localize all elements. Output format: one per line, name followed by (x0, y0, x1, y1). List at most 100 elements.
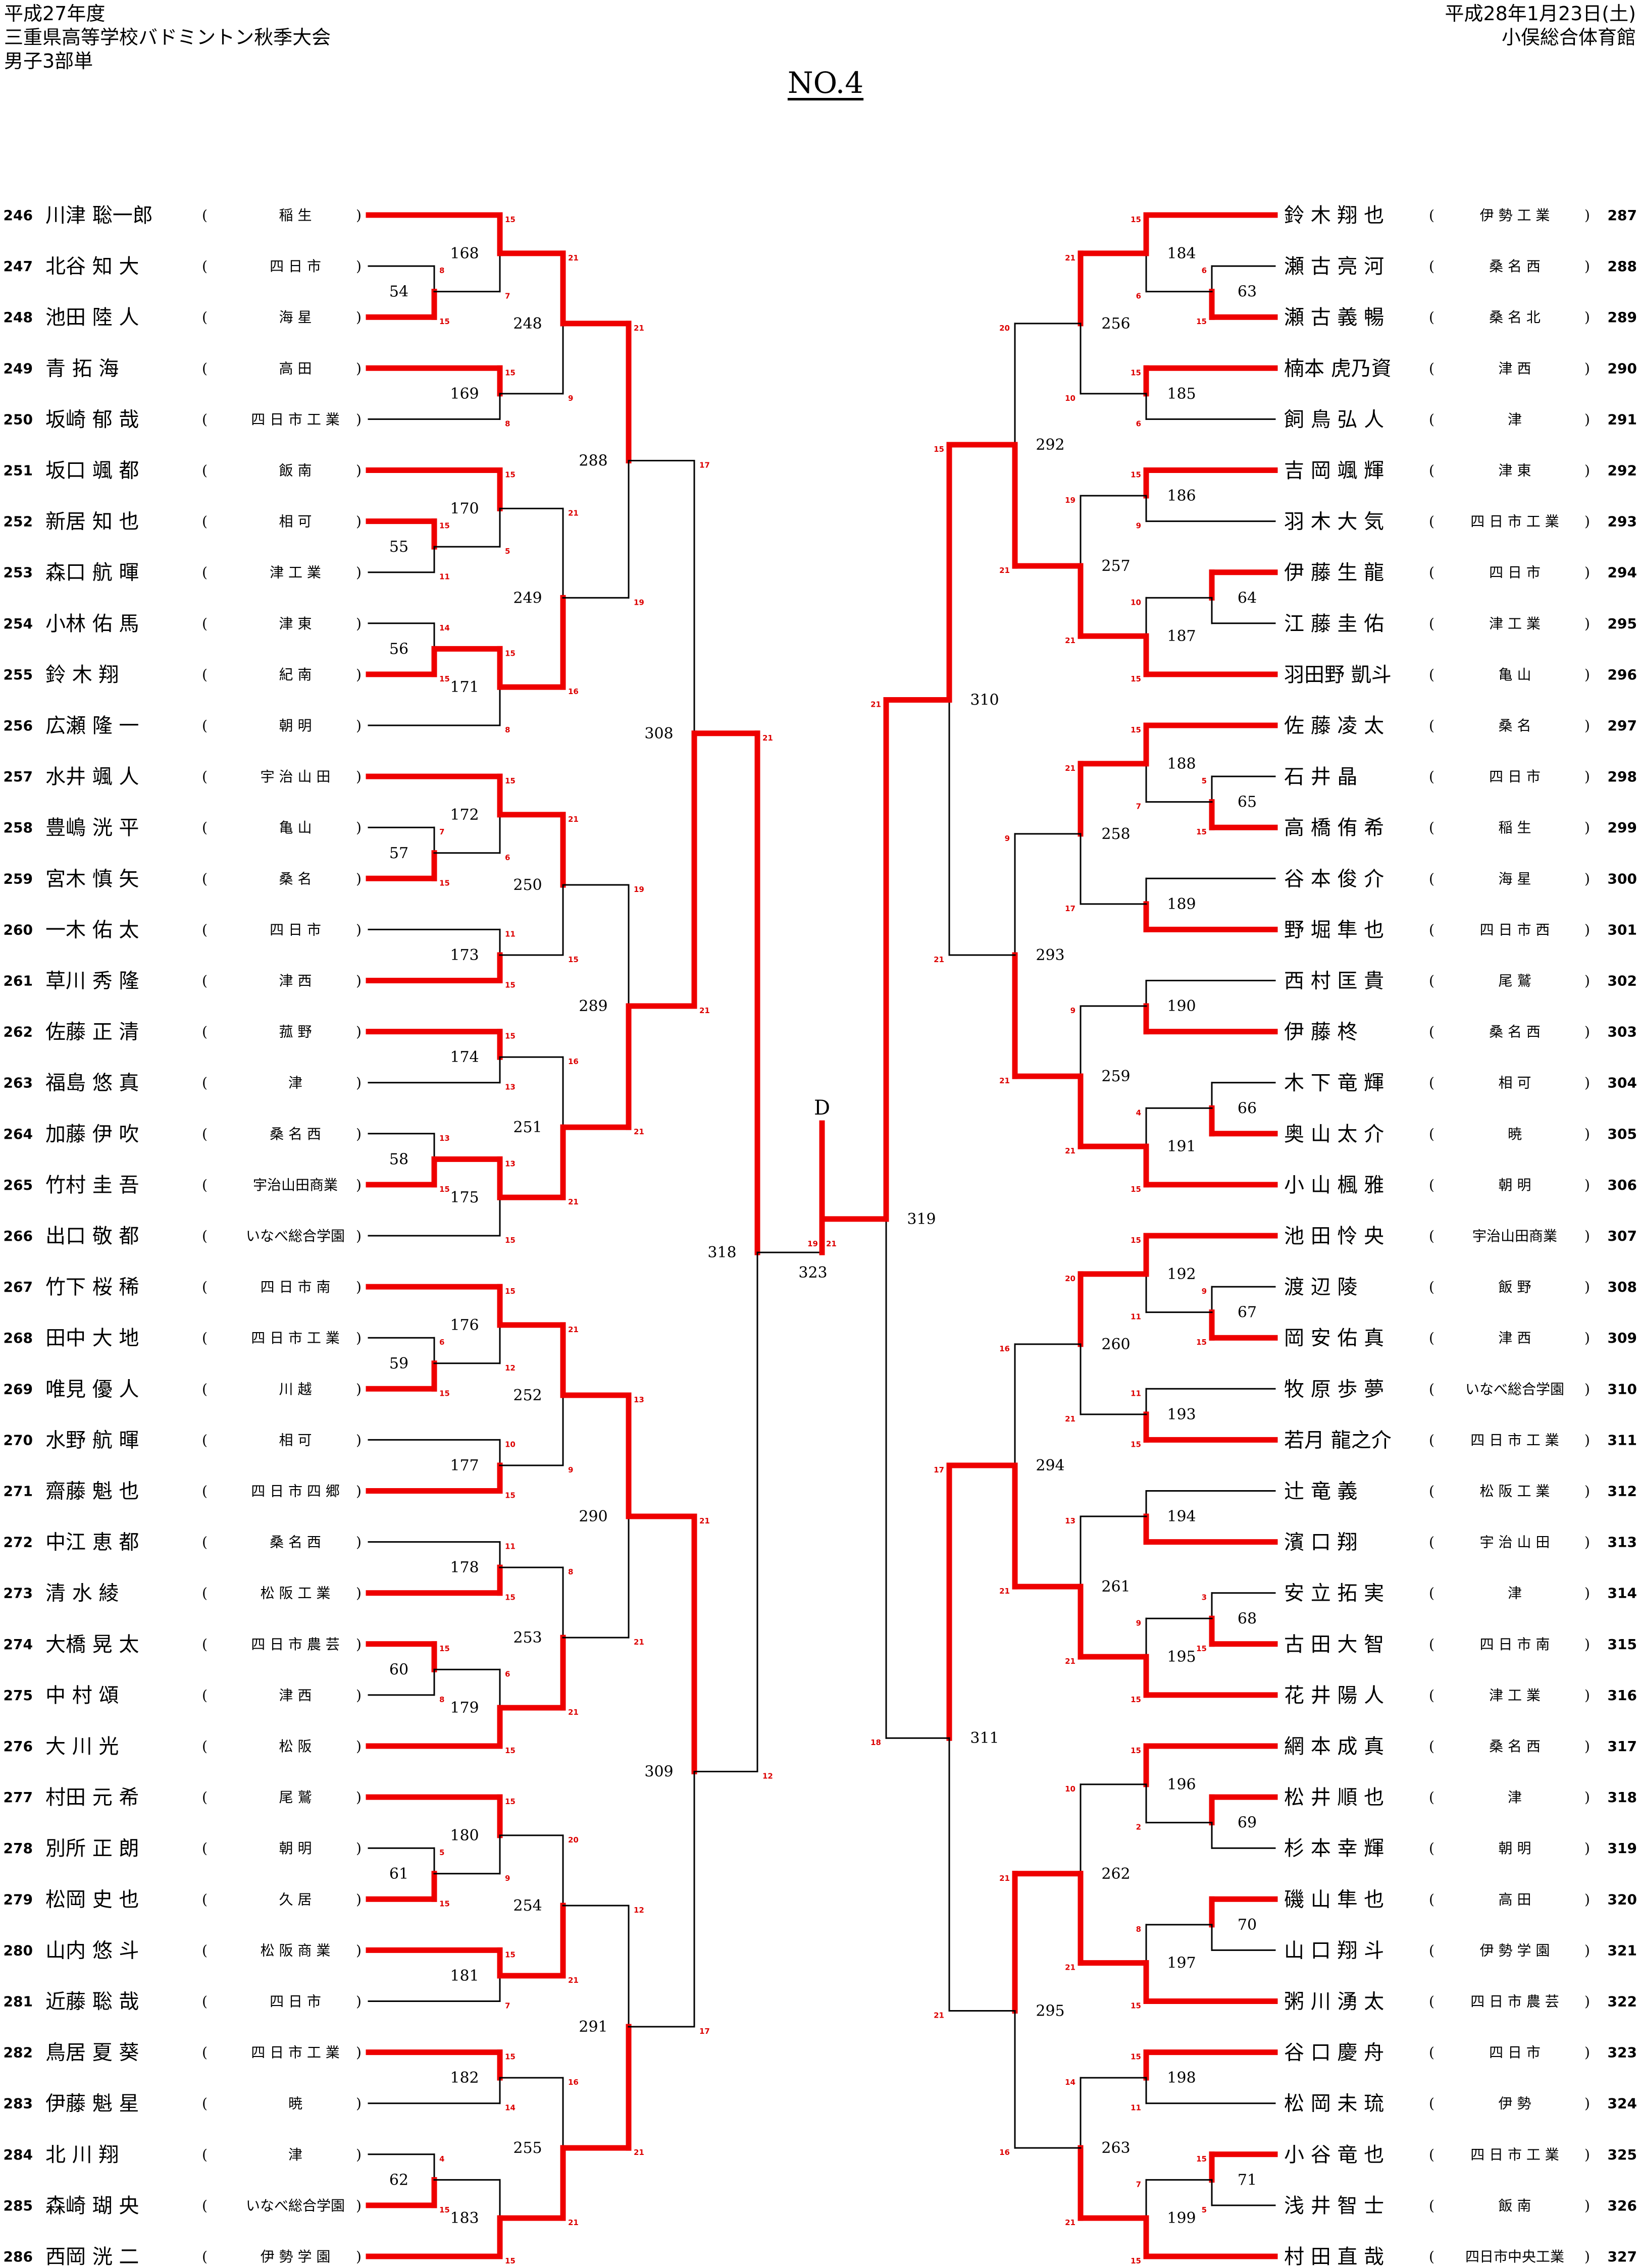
match-number: 309 (644, 1763, 673, 1781)
player-number: 279 (4, 1891, 33, 1908)
player-number: 314 (1608, 1585, 1637, 1602)
match-number: 288 (579, 452, 607, 470)
school-paren-close: ) (356, 2044, 362, 2061)
player-number: 291 (1608, 411, 1637, 428)
school-paren-close: ) (1584, 2197, 1590, 2214)
match-score: 9 (505, 1874, 510, 1883)
school-name: 津 (1508, 411, 1522, 428)
match-score: 16 (999, 1344, 1010, 1353)
school-paren-open: ( (202, 870, 208, 887)
player-number: 260 (4, 921, 33, 938)
match-score: 16 (999, 2148, 1010, 2157)
school-name: 久 居 (279, 1891, 312, 1908)
school-paren-close: ) (1584, 1483, 1590, 1500)
school-paren-open: ( (1429, 1687, 1434, 1704)
match-score: 15 (934, 445, 944, 454)
school-paren-close: ) (1584, 2248, 1590, 2265)
school-name: 相 可 (279, 1432, 312, 1448)
school-name: 四日市中央工業 (1465, 2248, 1564, 2265)
match-score: 21 (934, 955, 944, 964)
match-score: 8 (505, 725, 510, 734)
match-score: 21 (568, 2218, 579, 2227)
school-paren-open: ( (1429, 666, 1434, 683)
match-score: 21 (634, 1638, 644, 1647)
match-number: 293 (1036, 946, 1064, 964)
player-name: 別所 正 朗 (45, 1837, 139, 1860)
player-name: 唯見 優 人 (45, 1378, 139, 1401)
match-score: 19 (634, 885, 644, 894)
school-paren-open: ( (1429, 973, 1434, 989)
match-score: 9 (1005, 834, 1010, 843)
player-number: 292 (1608, 462, 1637, 479)
player-name: 池田 陸 人 (45, 306, 139, 329)
match-number: 311 (970, 1729, 999, 1747)
player-name: 伊 藤 生 龍 (1284, 561, 1384, 585)
school-paren-open: ( (1429, 1840, 1434, 1857)
school-paren-open: ( (202, 2197, 208, 2214)
player-number: 246 (4, 207, 33, 224)
player-number: 259 (4, 870, 33, 887)
match-number: 180 (450, 1827, 479, 1844)
school-paren-close: ) (1584, 1024, 1590, 1040)
match-score: 13 (1065, 1516, 1075, 1525)
school-name: 桑 名 西 (1489, 1024, 1541, 1040)
school-paren-close: ) (1584, 768, 1590, 785)
school-paren-open: ( (1429, 1942, 1434, 1959)
school-name: 宇治山田商業 (253, 1177, 338, 1193)
match-score: 8 (439, 1695, 444, 1704)
player-name: 鳥居 夏 葵 (45, 2041, 139, 2065)
school-name: 亀 山 (279, 819, 312, 836)
school-name: 高 田 (279, 360, 312, 377)
match-score: 21 (870, 700, 881, 709)
school-paren-open: ( (1429, 1789, 1434, 1806)
school-paren-open: ( (1429, 1024, 1434, 1040)
match-score: 21 (1065, 253, 1075, 262)
match-score: 21 (568, 1325, 579, 1334)
match-score: 4 (1136, 1108, 1141, 1117)
player-name: 網 本 成 真 (1284, 1735, 1384, 1758)
match-score: 16 (568, 687, 579, 696)
match-score: 10 (1065, 394, 1075, 403)
school-name: 飯 南 (279, 462, 312, 479)
match-number: 57 (389, 845, 408, 862)
match-score: 21 (568, 1708, 579, 1717)
player-name: 岡 安 佑 真 (1284, 1327, 1384, 1350)
player-number: 307 (1608, 1228, 1637, 1244)
tournament-name: 三重県高等学校バドミントン秋季大会 (4, 26, 331, 48)
school-paren-open: ( (1429, 1228, 1434, 1244)
player-number: 286 (4, 2248, 33, 2265)
match-number: 67 (1238, 1304, 1257, 1322)
school-name: 津 西 (279, 1687, 312, 1704)
match-number: 199 (1167, 2209, 1196, 2227)
match-number: 172 (450, 806, 479, 824)
match-score: 8 (568, 1567, 573, 1576)
match-score: 15 (1196, 2154, 1207, 2164)
match-score: 19 (634, 598, 644, 607)
school-paren-open: ( (202, 207, 208, 224)
school-paren-close: ) (1584, 1126, 1590, 1142)
school-name: 四 日 市 南 (261, 1279, 331, 1295)
match-score: 21 (568, 253, 579, 262)
player-name: 坂口 颯 都 (45, 459, 139, 483)
match-score: 21 (568, 1197, 579, 1206)
school-name: 川 越 (279, 1381, 312, 1397)
player-name: 大 川 光 (45, 1735, 119, 1758)
school-paren-open: ( (202, 462, 208, 479)
player-name: 古 田 大 智 (1284, 1633, 1384, 1656)
school-paren-open: ( (202, 309, 208, 326)
match-number: 191 (1167, 1138, 1196, 1155)
school-paren-open: ( (202, 2095, 208, 2112)
player-name: 辻 竜 義 (1284, 1480, 1357, 1503)
player-number: 304 (1608, 1075, 1637, 1091)
match-number: 252 (513, 1387, 542, 1404)
match-number: 291 (579, 2018, 607, 2036)
player-name: 田中 大 地 (45, 1327, 139, 1350)
school-paren-close: ) (1584, 462, 1590, 479)
school-name: 相 可 (1499, 1075, 1531, 1091)
player-name: 森崎 瑚 央 (45, 2194, 139, 2218)
match-score: 15 (439, 674, 450, 683)
match-number: 171 (450, 678, 479, 696)
school-paren-close: ) (356, 1993, 362, 2010)
school-name: 四 日 市 (1489, 564, 1541, 581)
match-score: 21 (699, 1006, 710, 1015)
